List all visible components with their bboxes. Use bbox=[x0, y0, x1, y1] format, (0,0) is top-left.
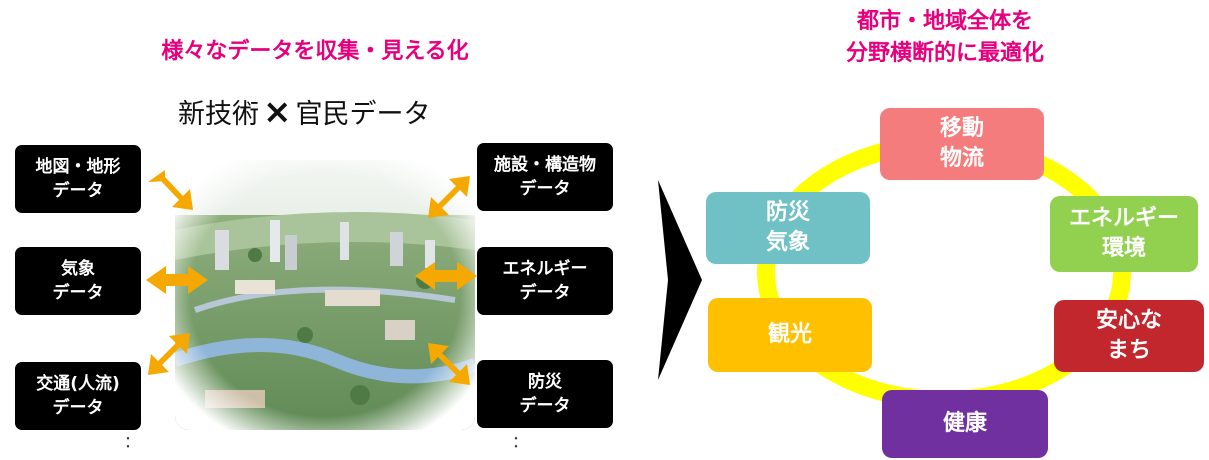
double-arrow-icon bbox=[428, 343, 470, 385]
ellipsis-right: ： bbox=[512, 432, 529, 451]
double-arrow-icon bbox=[428, 176, 470, 218]
left-title: 様々なデータを収集・見える化 bbox=[161, 39, 469, 64]
double-arrow-icon bbox=[146, 266, 208, 294]
data-box-traffic: 交通(人流) データ bbox=[15, 362, 141, 430]
data-box-facilities: 施設・構造物 データ bbox=[477, 143, 613, 211]
node-tourism: 観光 bbox=[708, 298, 872, 372]
node-disaster-weather: 防災 気象 bbox=[706, 192, 870, 264]
data-box-map: 地図・地形 データ bbox=[15, 145, 141, 213]
data-box-disaster: 防災 データ bbox=[477, 360, 613, 428]
tech-left: 新技術 bbox=[178, 99, 259, 130]
node-health: 健康 bbox=[882, 390, 1048, 458]
tech-caption: 新技術×官民データ bbox=[178, 92, 431, 132]
city-illustration bbox=[175, 160, 475, 430]
tech-right: 官民データ bbox=[295, 99, 431, 130]
right-title: 都市・地域全体を 分野横断的に最適化 bbox=[845, 9, 1044, 66]
node-safety: 安心な まち bbox=[1054, 300, 1204, 372]
ellipsis-left: ： bbox=[124, 432, 141, 451]
node-energy: エネルギー 環境 bbox=[1050, 196, 1198, 272]
node-mobility: 移動 物流 bbox=[880, 108, 1044, 180]
cross-mark: × bbox=[263, 92, 292, 132]
double-arrow-icon bbox=[148, 333, 190, 375]
data-box-weather: 気象 データ bbox=[15, 247, 141, 315]
double-arrow-icon bbox=[415, 262, 477, 290]
data-box-energy: エネルギー データ bbox=[477, 247, 613, 315]
double-arrow-icon bbox=[148, 170, 193, 210]
right-arrow-icon bbox=[658, 180, 702, 380]
